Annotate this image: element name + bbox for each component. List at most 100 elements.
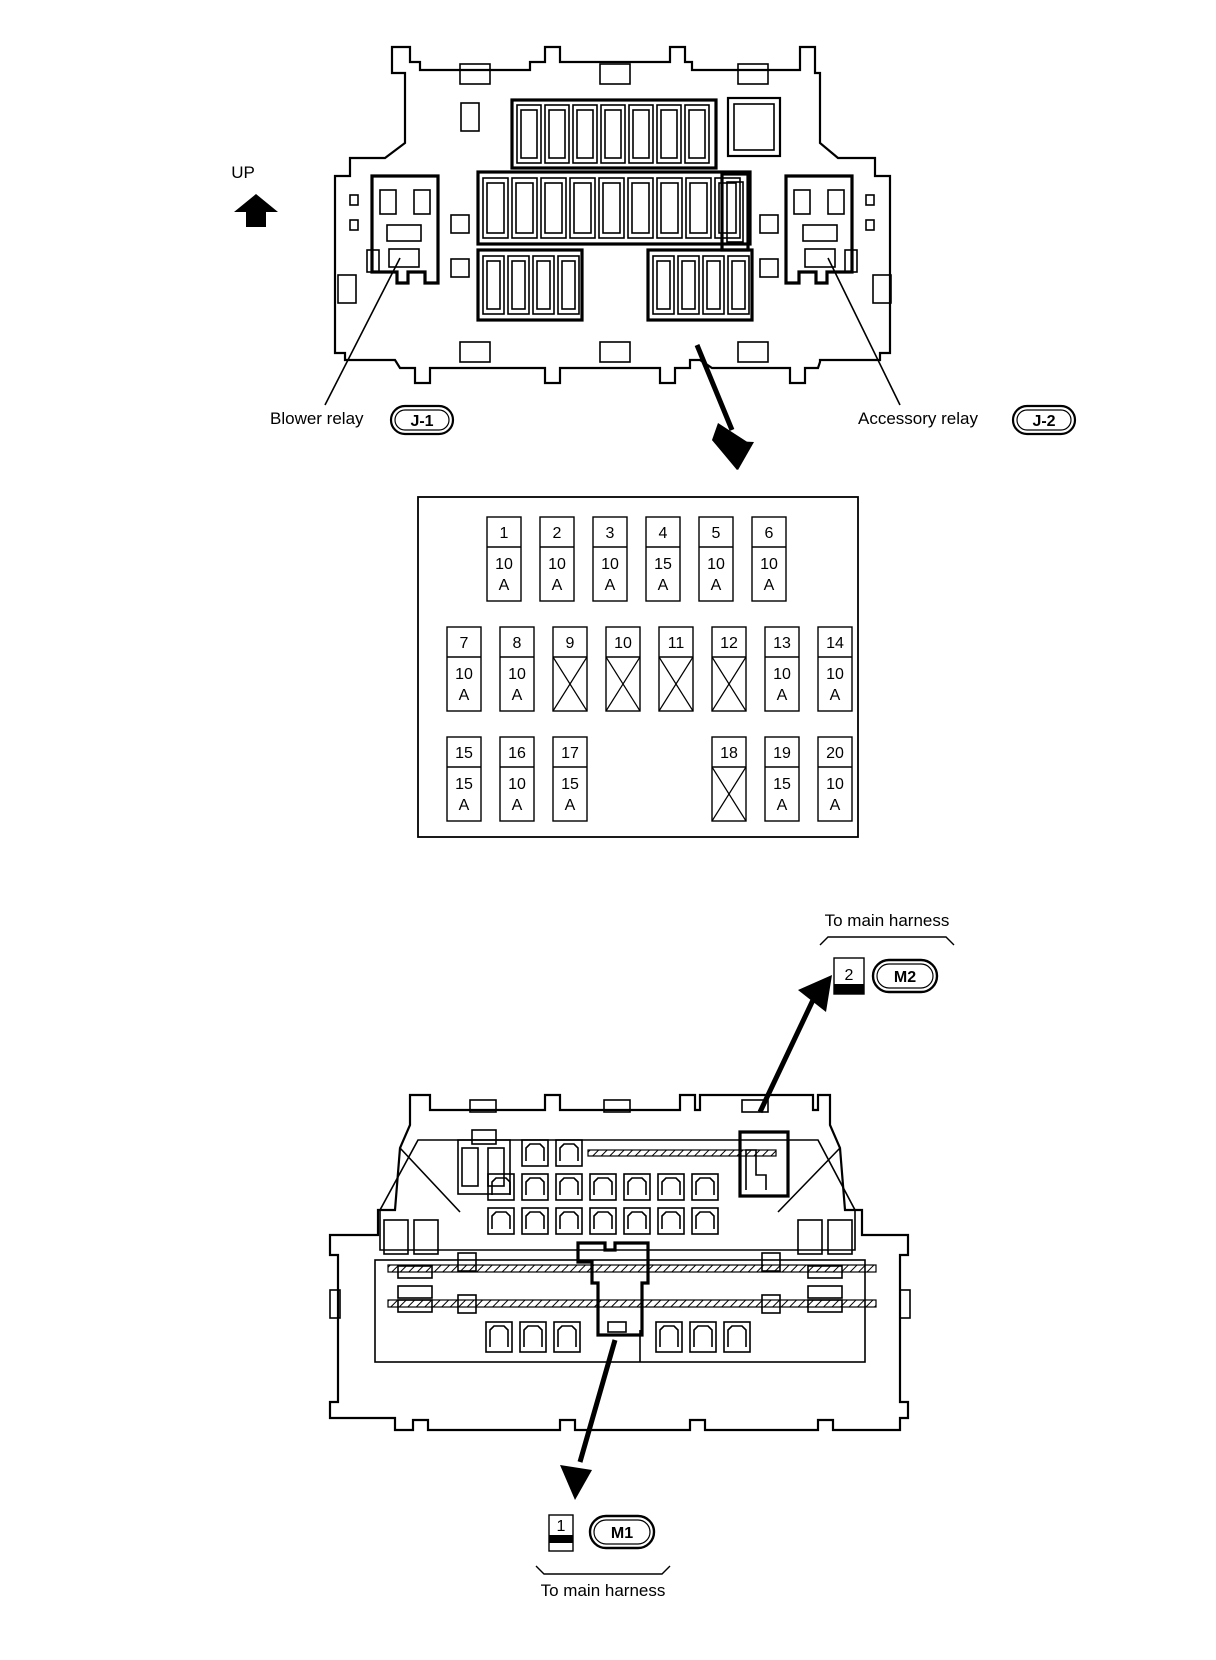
m1-connector-callout: 1 M1 To main harness <box>535 1514 671 1600</box>
terminal-cavity <box>623 1173 651 1201</box>
terminal-cavity <box>487 1173 515 1201</box>
fuse-number: 7 <box>460 635 469 652</box>
fuse-rating-unit: A <box>711 577 722 594</box>
fuse-number: 17 <box>561 745 579 762</box>
up-indicator: UP <box>231 163 278 227</box>
fuse-number: 13 <box>773 635 791 652</box>
terminal-cavity <box>657 1207 685 1235</box>
accessory-relay[interactable] <box>784 174 858 285</box>
m1-connector[interactable] <box>576 1241 650 1337</box>
fuse-12: 12 <box>711 626 747 712</box>
fuse-slot[interactable] <box>627 177 654 239</box>
fuse-slot[interactable] <box>628 104 654 164</box>
fuse-slot[interactable] <box>507 255 530 315</box>
detail-arrow-icon <box>694 344 754 470</box>
fuse-slot[interactable] <box>727 255 750 315</box>
housing-outline <box>333 45 892 385</box>
fuse-rating-unit: A <box>459 797 470 814</box>
fuse-rating-unit: A <box>777 687 788 704</box>
housing-clip <box>599 63 631 85</box>
fuse-rating-value: 10 <box>455 666 473 683</box>
fuse-rating-value: 10 <box>548 556 566 573</box>
fuse-slot[interactable] <box>482 255 505 315</box>
fuse-row-middle <box>476 170 752 246</box>
fuse-rating-value: 10 <box>508 776 526 793</box>
fuse-slot[interactable] <box>544 104 570 164</box>
fuse-13: 13 10A <box>764 626 800 712</box>
fuse-9: 9 <box>552 626 588 712</box>
fuse-number: 12 <box>720 635 738 652</box>
terminal-cavity <box>623 1207 651 1235</box>
fuse-block-front-view <box>324 45 901 406</box>
blower-relay-code: J-1 <box>410 413 433 430</box>
fuse-number: 10 <box>614 635 632 652</box>
fuse-number: 16 <box>508 745 526 762</box>
fuse-slot[interactable] <box>685 177 712 239</box>
fuse-number: 15 <box>455 745 473 762</box>
fuse-18: 18 <box>711 736 747 822</box>
fuse-slot[interactable] <box>516 104 542 164</box>
terminal-cavity <box>485 1321 513 1353</box>
accessory-relay-callout: Accessory relay J-2 <box>858 404 1077 436</box>
terminal-cavity <box>555 1139 583 1167</box>
fuse-slot[interactable] <box>656 104 682 164</box>
fuse-slot[interactable] <box>532 255 555 315</box>
terminal-cavity <box>691 1207 719 1235</box>
fuse-rating-unit: A <box>512 797 523 814</box>
accessory-relay-code: J-2 <box>1032 413 1055 430</box>
m2-connector[interactable] <box>738 1130 790 1198</box>
terminal-cavity <box>521 1207 549 1235</box>
fuse-rating-unit: A <box>830 797 841 814</box>
fuse-slot[interactable] <box>569 177 596 239</box>
fuse-slot[interactable] <box>702 255 725 315</box>
fuse-rating-value: 15 <box>455 776 473 793</box>
terminal-cavity <box>589 1173 617 1201</box>
m1-code: M1 <box>611 1525 633 1542</box>
m2-pin-number: 2 <box>845 967 854 984</box>
m2-connector-callout: To main harness 2 M2 <box>819 911 955 995</box>
fuse-slot[interactable] <box>572 104 598 164</box>
fuse-block-rear-view <box>328 975 911 1500</box>
fuse-rating-unit: A <box>658 577 669 594</box>
fuse-15: 15 15A <box>446 736 482 822</box>
blower-relay[interactable] <box>366 174 440 285</box>
fuse-rating-value: 10 <box>495 556 513 573</box>
fuse-number: 1 <box>500 525 509 542</box>
housing-clip <box>459 341 491 363</box>
fuse-slot[interactable] <box>482 177 509 239</box>
fuse-number: 3 <box>606 525 615 542</box>
spare-cavity <box>726 96 782 158</box>
fuse-rating-value: 10 <box>826 666 844 683</box>
terminal-cavity <box>589 1207 617 1235</box>
fuse-rating-unit: A <box>512 687 523 704</box>
fuse-slot[interactable] <box>600 104 626 164</box>
fuse-slot[interactable] <box>652 255 675 315</box>
fuse-slot[interactable] <box>656 177 683 239</box>
fuse-rating-value: 15 <box>561 776 579 793</box>
fuse-1: 1 10A <box>486 516 522 602</box>
fuse-slot[interactable] <box>677 255 700 315</box>
fuse-row-bottom-right <box>646 248 754 322</box>
fuse-rating-value: 10 <box>773 666 791 683</box>
fuse-slot[interactable] <box>557 255 580 315</box>
fuse-rating-unit: A <box>764 577 775 594</box>
fuse-rating-value: 10 <box>508 666 526 683</box>
fuse-slot[interactable] <box>511 177 538 239</box>
fuse-rating-value: 15 <box>773 776 791 793</box>
fuse-slot[interactable] <box>598 177 625 239</box>
fuse-number: 11 <box>668 635 685 652</box>
fuse-rating-unit: A <box>499 577 510 594</box>
fuse-number: 14 <box>826 635 844 652</box>
housing-clip <box>599 341 631 363</box>
terminal-cavity <box>555 1173 583 1201</box>
terminal-cavity <box>521 1139 549 1167</box>
fuse-number: 9 <box>566 635 575 652</box>
fuse-slot[interactable] <box>684 104 710 164</box>
up-arrow-icon <box>234 194 278 227</box>
fuse-slot[interactable] <box>540 177 567 239</box>
